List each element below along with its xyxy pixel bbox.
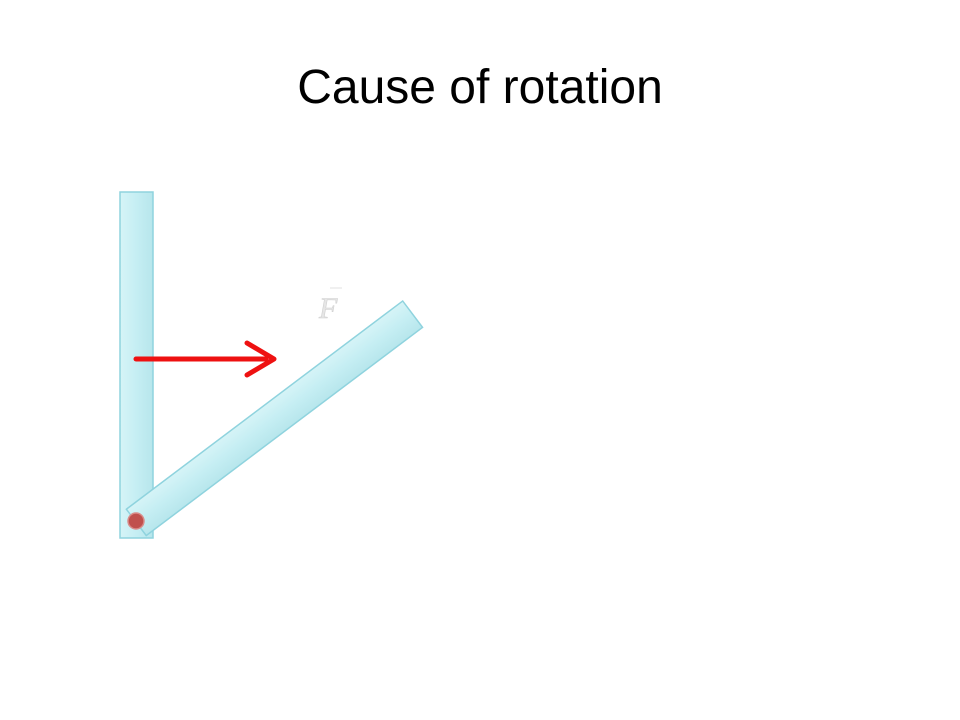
slide-title: Cause of rotation [297, 61, 663, 114]
pivot-point-icon [127, 512, 145, 530]
force-arrow-icon [133, 340, 277, 378]
force-label: F [318, 292, 338, 325]
rod-rotated [125, 299, 424, 537]
rod-initial [119, 191, 154, 539]
